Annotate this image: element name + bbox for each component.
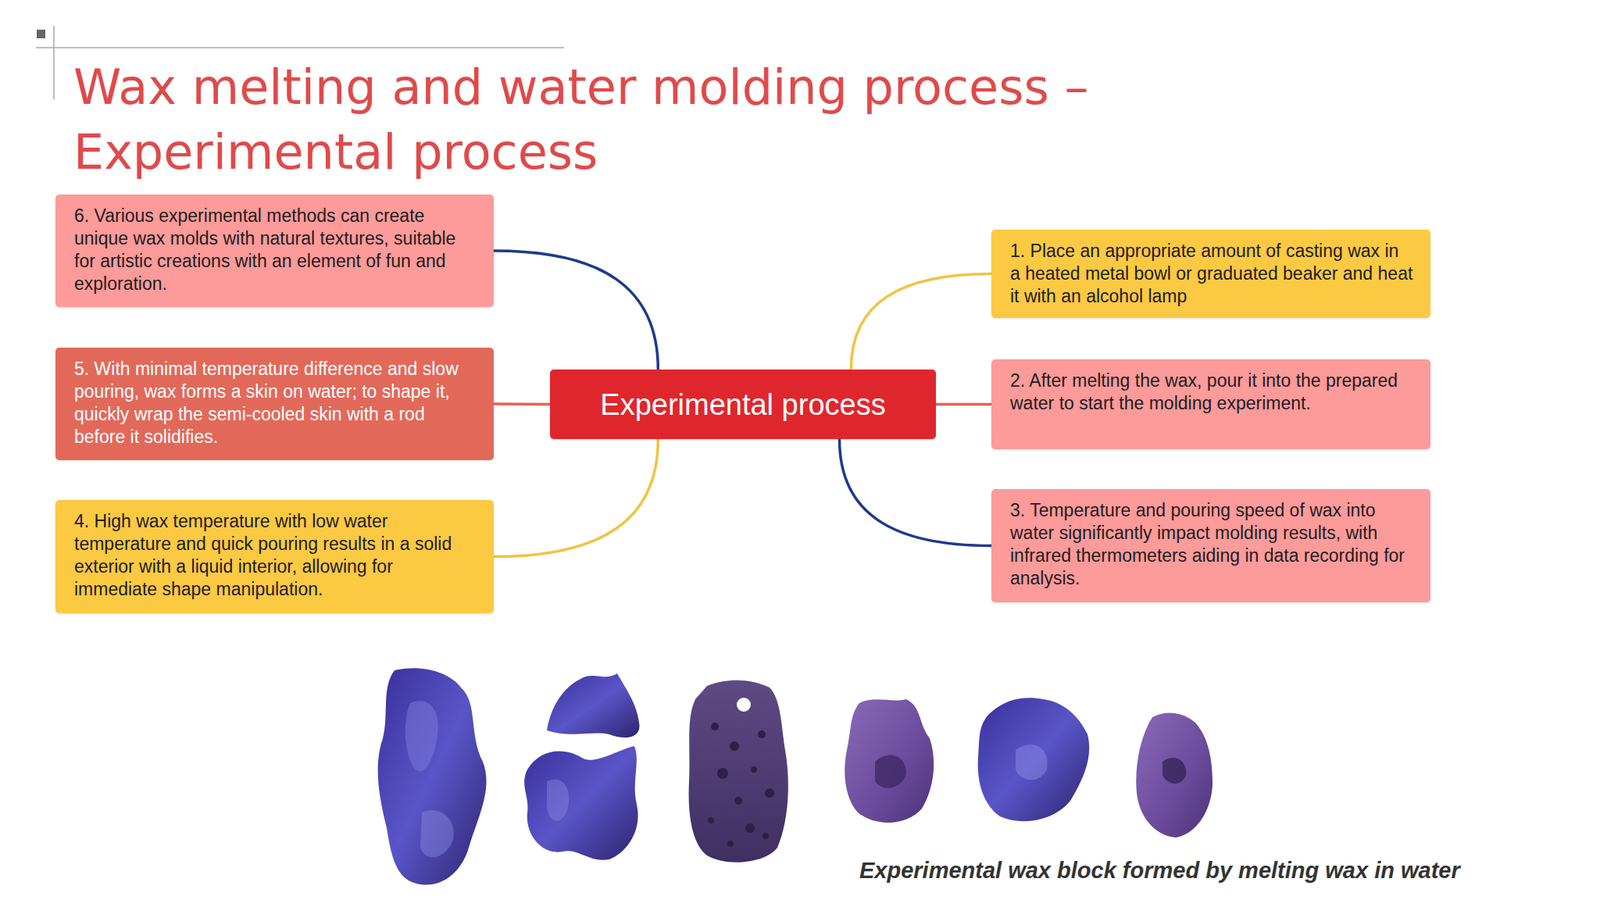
wax-block [524,673,640,861]
wax-block [378,667,487,885]
step-text: 1. Place an appropriate amount of castin… [1010,239,1414,308]
wax-block [1135,712,1213,838]
wax-block [978,697,1090,822]
connector [839,439,993,547]
connector [935,403,992,407]
step-text: 2. After melting the wax, pour it into t… [1010,369,1414,415]
step-text: 4. High wax temperature with low water t… [74,510,477,601]
connector [850,274,992,371]
step-box: 1. Place an appropriate amount of castin… [991,229,1431,318]
rule-line [53,25,55,100]
connector [493,402,550,406]
figure-caption: Experimental wax block formed by melting… [859,856,1579,885]
step-box: 5. With minimal temperature difference a… [55,347,494,461]
corner-square [36,29,46,39]
step-box: 2. After melting the wax, pour it into t… [991,359,1431,450]
step-text: 6. Various experimental methods can crea… [74,204,477,296]
step-text: 5. With minimal temperature difference a… [74,357,477,449]
step-box: 6. Various experimental methods can crea… [55,194,494,308]
center-label: Experimental process [600,386,886,423]
step-box: 3. Temperature and pouring speed of wax … [991,489,1431,603]
step-text: 3. Temperature and pouring speed of wax … [1010,499,1414,590]
wax-block [844,699,934,823]
slide-title: Wax melting and water molding process – … [73,54,1113,185]
connector [493,439,658,558]
wax-block [689,680,789,863]
center-box: Experimental process [550,369,936,440]
rule-line [35,46,565,49]
step-box: 4. High wax temperature with low water t… [55,500,494,614]
connector [493,250,658,370]
